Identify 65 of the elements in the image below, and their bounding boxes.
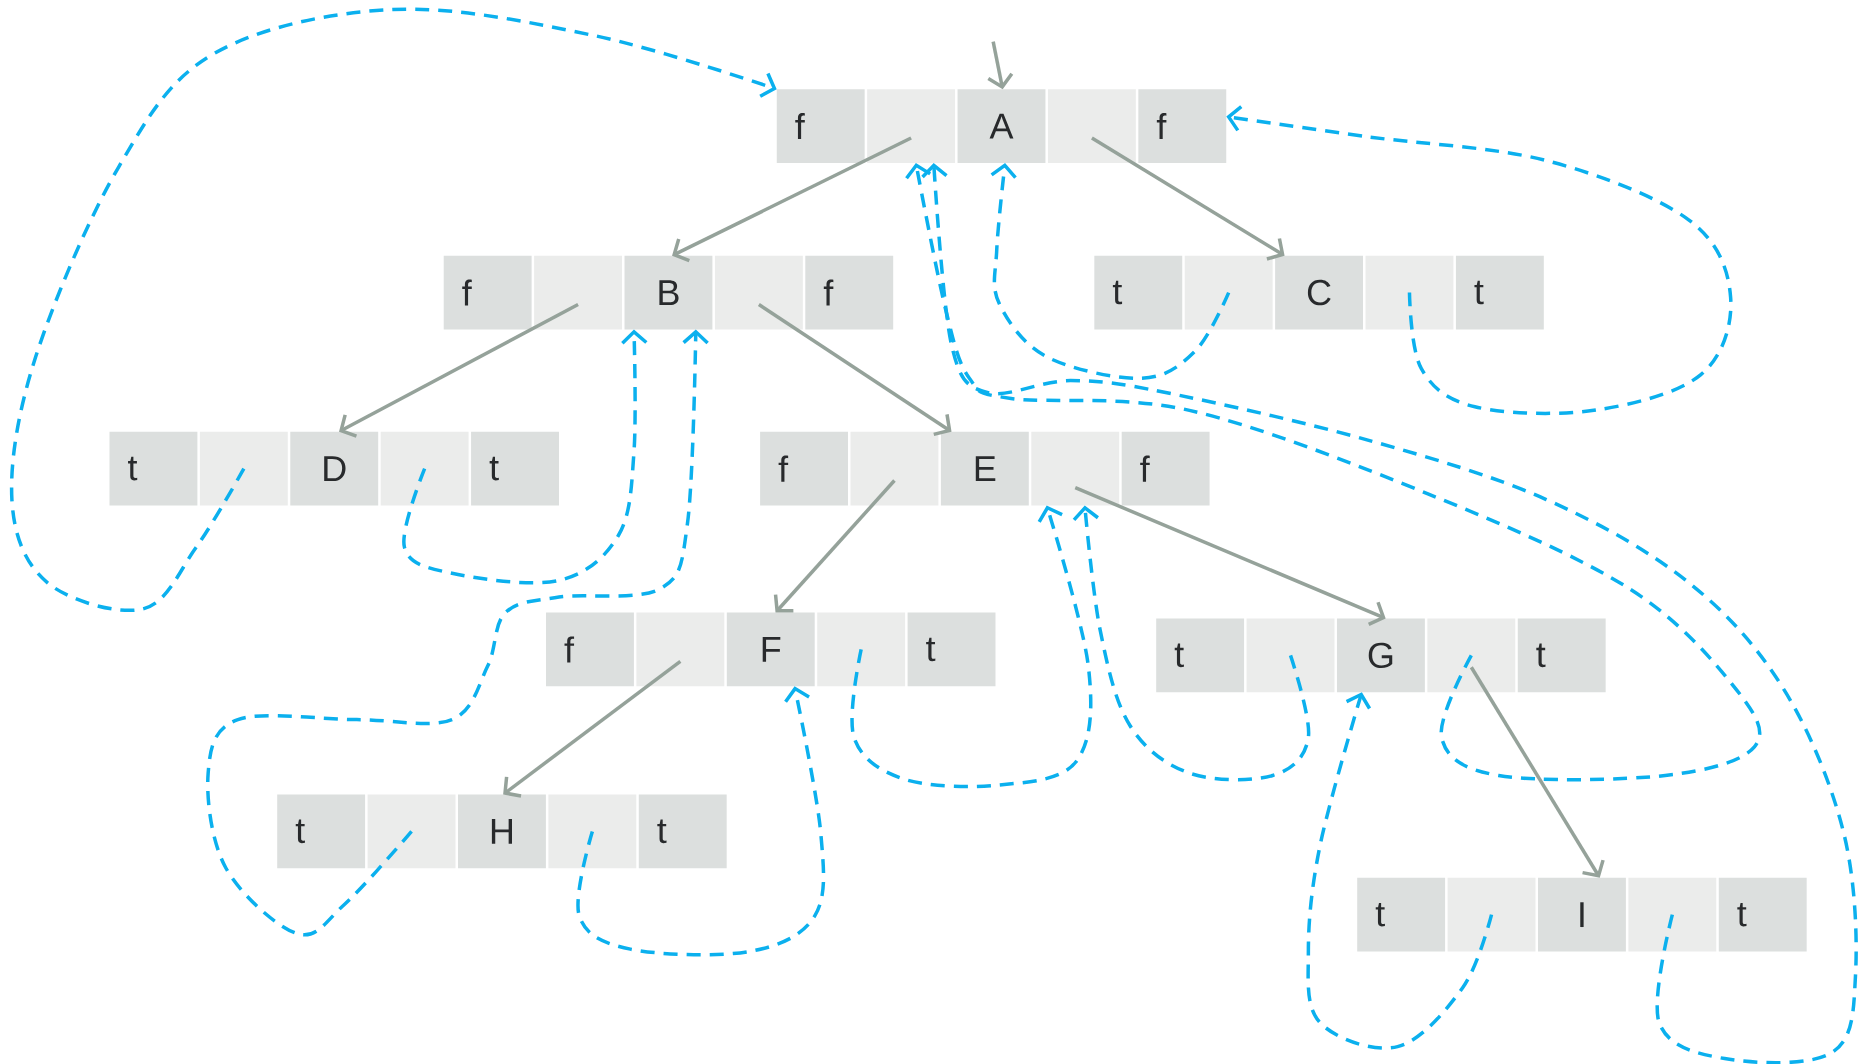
pointer-cell: [1365, 255, 1454, 330]
flag-cell: t: [1156, 618, 1245, 693]
pointer-cell: [1184, 255, 1273, 330]
pointer-cell: [1047, 89, 1136, 163]
flag-cell: f: [776, 89, 865, 163]
thread-arrow: [206, 329, 709, 937]
pointer-cell: [636, 612, 725, 687]
flag-cell: t: [1094, 255, 1183, 330]
data-cell: B: [624, 255, 713, 330]
thread-arrow: [576, 686, 826, 957]
data-cell: H: [458, 794, 546, 869]
flag-cell: f: [546, 612, 634, 687]
flag-cell: t: [1517, 618, 1606, 693]
data-cell: C: [1275, 255, 1363, 330]
pointer-cell: [534, 255, 622, 330]
pointer-cell: [1031, 431, 1120, 506]
pointer-cell: [867, 89, 956, 163]
flag-cell: f: [805, 255, 894, 330]
arrow: [1091, 136, 1285, 261]
pointer-cell: [1427, 618, 1516, 693]
thread-arrow: [850, 505, 1093, 789]
flag-cell: t: [907, 612, 996, 687]
arrow: [1469, 666, 1605, 878]
pointer-cell: [817, 612, 906, 687]
pointer-cell: [1246, 618, 1335, 693]
pointer-cell: [548, 794, 637, 869]
thread-arrow: [402, 329, 648, 585]
thread-arrow: [905, 162, 1761, 782]
thread-arrow: [1072, 505, 1311, 782]
flag-cell: f: [443, 255, 532, 330]
data-cell: F: [726, 612, 815, 687]
flag-cell: t: [471, 431, 559, 506]
flag-cell: t: [1455, 255, 1544, 330]
data-cell: G: [1336, 618, 1425, 693]
pointer-cell: [1447, 877, 1536, 952]
flag-cell: t: [1718, 877, 1807, 952]
arrow: [987, 41, 1014, 90]
flag-cell: t: [109, 431, 198, 506]
data-cell: I: [1538, 877, 1626, 952]
pointer-cell: [199, 431, 288, 506]
arrow: [503, 659, 682, 798]
data-cell: E: [940, 431, 1029, 506]
flag-cell: t: [638, 794, 727, 869]
pointer-cell: [850, 431, 939, 506]
thread-arrow: [1226, 105, 1733, 416]
thread-arrow: [9, 7, 777, 612]
pointer-cell: [714, 255, 803, 330]
thread-arrow: [1306, 692, 1494, 1050]
data-cell: A: [957, 89, 1046, 163]
flag-cell: f: [1121, 431, 1210, 506]
pointer-cell: [367, 794, 456, 869]
arrow: [1074, 486, 1386, 626]
arrow: [757, 303, 952, 437]
flag-cell: f: [760, 431, 848, 506]
thread-arrow: [990, 162, 1231, 380]
flag-cell: t: [277, 794, 366, 869]
pointer-cell: [1628, 877, 1717, 952]
thread-arrow: [921, 162, 1858, 1064]
data-cell: D: [290, 431, 379, 506]
flag-cell: f: [1138, 89, 1227, 163]
pointer-cell: [380, 431, 469, 506]
arrow: [773, 479, 896, 613]
flag-cell: t: [1357, 877, 1446, 952]
arrow: [672, 136, 912, 263]
arrow: [339, 302, 579, 438]
